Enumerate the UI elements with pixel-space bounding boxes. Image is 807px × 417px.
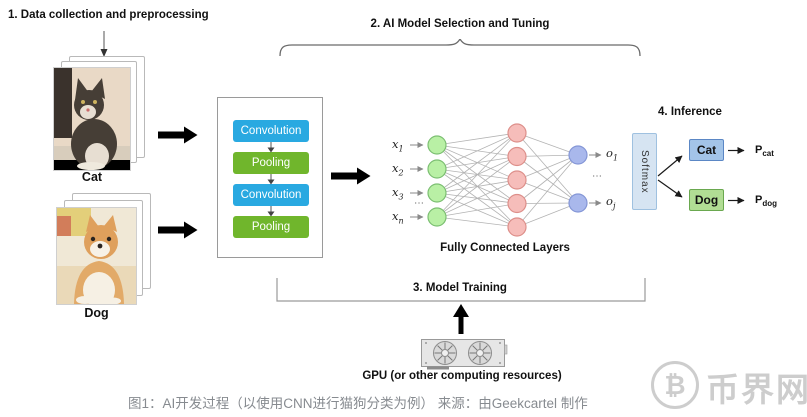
p-dog-label: Pdog (755, 194, 778, 209)
step3-bracket (276, 278, 646, 302)
step1-title: 1. Data collection and preprocessing (8, 9, 209, 21)
cnn-layer-pooling-1: Pooling (233, 152, 309, 174)
right-arrow-icon (158, 126, 198, 144)
watermark-logo-icon: ₿ (651, 361, 699, 409)
right-arrow-icon (331, 167, 371, 185)
cnn-layer-convolution-1: Convolution (233, 120, 309, 142)
input-label-x3: x3 (392, 185, 404, 202)
inference-cat-box: Cat (689, 139, 724, 161)
cnn-layer-pooling-2: Pooling (233, 216, 309, 238)
step3-title: 3. Model Training (360, 282, 560, 294)
output-label-oj: oj (606, 194, 616, 211)
small-down-arrow-icon (267, 142, 275, 153)
fully-connected-caption: Fully Connected Layers (440, 242, 570, 254)
down-arrow-icon (100, 31, 108, 57)
p-cat-label: Pcat (755, 144, 774, 159)
up-arrow-icon (453, 304, 469, 334)
step2-title: 2. AI Model Selection and Tuning (370, 18, 550, 30)
cat-photo (53, 67, 131, 171)
small-right-arrow-icon (728, 146, 745, 155)
input-ellipsis: ⋯ (414, 198, 425, 209)
dog-label: Dog (84, 306, 109, 320)
input-label-x1: x1 (392, 137, 404, 154)
fully-connected-network (410, 123, 602, 237)
gpu-fan (433, 341, 457, 365)
output-label-o1: o1 (606, 146, 619, 163)
cat-label: Cat (81, 170, 103, 184)
watermark-text: 币界网 (706, 371, 807, 408)
cat-illustration (54, 68, 130, 170)
inference-dog-box: Dog (689, 189, 724, 211)
gpu-fan (468, 341, 492, 365)
watermark: ₿ 币界网 (651, 359, 807, 409)
right-arrow-icon (158, 221, 198, 239)
dog-photo-stack (56, 193, 154, 308)
gpu-caption: GPU (or other computing resources) (362, 370, 562, 382)
input-label-x2: x2 (392, 161, 404, 178)
input-label-xn: xn (392, 209, 404, 226)
cat-photo-stack (53, 56, 149, 171)
small-right-arrow-icon (728, 196, 745, 205)
step2-brace (279, 39, 641, 57)
cnn-layer-convolution-2: Convolution (233, 184, 309, 206)
softmax-box: Softmax (632, 133, 657, 210)
step4-title: 4. Inference (658, 106, 722, 118)
softmax-label: Softmax (639, 149, 650, 194)
dog-photo (56, 207, 137, 308)
small-down-arrow-icon (267, 206, 275, 217)
cnn-model-box: Convolution Pooling Convolution Pooling (217, 97, 323, 258)
small-down-arrow-icon (267, 174, 275, 185)
figure-caption: 图1：AI开发过程（以使用CNN进行猫狗分类为例） 来源：由Geekcartel… (128, 396, 588, 411)
dog-illustration (57, 208, 136, 308)
branch-arrows-icon (657, 155, 683, 198)
output-ellipsis: ⋯ (592, 171, 603, 182)
gpu-illustration (421, 339, 508, 370)
